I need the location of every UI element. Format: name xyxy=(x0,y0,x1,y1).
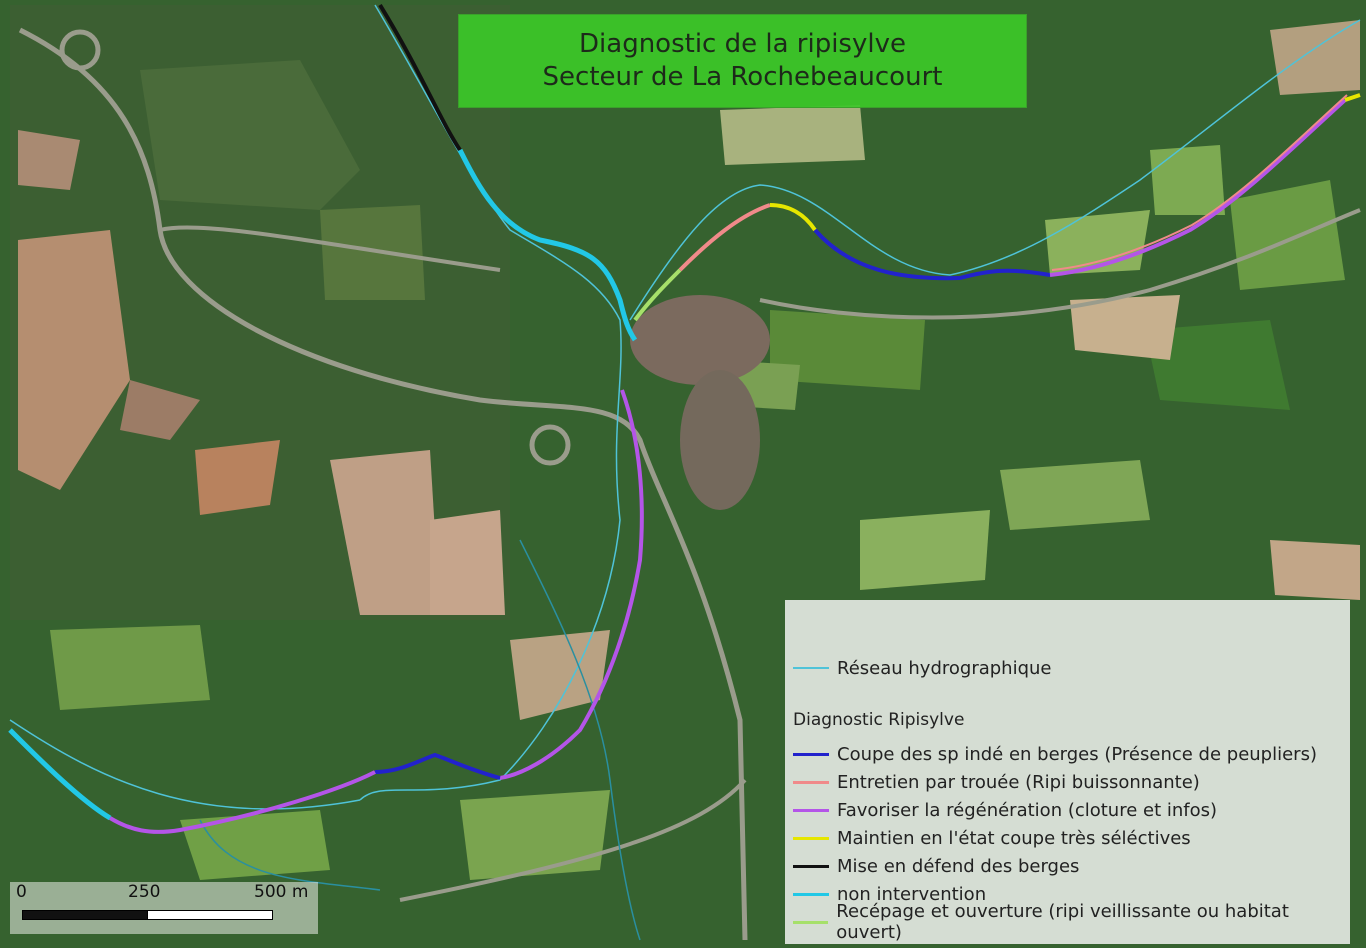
legend-swatch xyxy=(793,836,829,840)
field xyxy=(1150,145,1225,215)
legend-swatch xyxy=(793,864,829,868)
field xyxy=(1270,540,1360,600)
legend-item-network: Réseau hydrographique xyxy=(793,656,1052,680)
field xyxy=(320,205,425,300)
legend-item: Mise en défend des berges xyxy=(793,854,1079,878)
legend-item: Maintien en l'état coupe très séléctives xyxy=(793,826,1191,850)
map-title: Diagnostic de la ripisylve Secteur de La… xyxy=(458,14,1027,108)
scale-tick: 0 xyxy=(16,882,27,902)
scale-bar: 0 250 500 m xyxy=(10,882,318,934)
segment-coupe xyxy=(374,752,501,780)
segment-entretien xyxy=(1051,94,1348,271)
legend-label: Maintien en l'état coupe très séléctives xyxy=(837,827,1191,849)
roundabout xyxy=(59,29,101,71)
legend-label: Entretien par trouée (Ripi buissonnante) xyxy=(837,771,1200,793)
legend-item: Entretien par trouée (Ripi buissonnante) xyxy=(793,770,1200,794)
legend-item: Recépage et ouverture (ripi veillissante… xyxy=(793,901,1350,943)
field xyxy=(430,510,505,615)
field xyxy=(1000,460,1150,530)
segment-regeneration xyxy=(108,770,376,834)
village xyxy=(630,295,770,385)
segment-maintien xyxy=(1344,93,1361,102)
hydro-network xyxy=(519,539,641,941)
field xyxy=(120,380,200,440)
hydro-network xyxy=(199,819,381,891)
scale-tick: 250 xyxy=(128,882,161,902)
legend-label: Coupe des sp indé en berges (Présence de… xyxy=(837,743,1317,765)
segment-regeneration xyxy=(499,389,644,780)
title-line-1: Diagnostic de la ripisylve xyxy=(579,29,906,59)
legend-label: non intervention xyxy=(837,883,987,905)
segment-coupe xyxy=(813,228,1051,281)
field xyxy=(180,810,330,880)
field xyxy=(330,450,440,615)
segment-regeneration xyxy=(1049,98,1347,277)
legend-swatch xyxy=(793,892,829,896)
field xyxy=(770,310,925,390)
legend-swatch xyxy=(793,808,829,812)
road xyxy=(759,208,1361,320)
field xyxy=(860,510,990,590)
village xyxy=(680,370,760,510)
legend-heading: Diagnostic Ripisylve xyxy=(793,710,965,730)
segment-maintien xyxy=(769,203,817,232)
legend-label: Mise en défend des berges xyxy=(837,855,1080,877)
legend-swatch xyxy=(793,752,829,756)
hydro-network xyxy=(9,719,361,810)
legend-item: Favoriser la régénération (cloture et in… xyxy=(793,798,1217,822)
segment-non-intervention xyxy=(457,148,638,342)
hydro-network xyxy=(629,19,1361,321)
legend-item: Coupe des sp indé en berges (Présence de… xyxy=(793,742,1317,766)
legend-swatch xyxy=(793,667,829,669)
legend-label: Favoriser la régénération (cloture et in… xyxy=(837,799,1218,821)
road xyxy=(399,778,747,902)
scale-tick: 500 m xyxy=(254,882,309,902)
field xyxy=(1070,295,1180,360)
legend-swatch xyxy=(793,780,829,784)
legend-item: non intervention xyxy=(793,882,986,906)
field xyxy=(1230,180,1345,290)
field xyxy=(1270,20,1360,95)
road xyxy=(159,225,501,272)
segment-recepage xyxy=(633,268,682,322)
scale-segment xyxy=(147,910,273,920)
segment-entretien xyxy=(678,203,771,272)
segment-mise-en-defend xyxy=(378,3,462,152)
field xyxy=(18,130,80,190)
field xyxy=(50,625,210,710)
field xyxy=(720,105,865,165)
field xyxy=(460,790,610,880)
legend-swatch xyxy=(793,920,829,924)
road xyxy=(18,27,748,941)
legend-label: Recépage et ouverture (ripi veillissante… xyxy=(836,901,1289,943)
title-line-2: Secteur de La Rochebeaucourt xyxy=(542,62,943,92)
legend: Réseau hydrographique Diagnostic Ripisyl… xyxy=(785,600,1350,944)
field xyxy=(195,440,280,515)
segment-non-intervention xyxy=(8,728,112,821)
roundabout xyxy=(529,424,571,466)
field xyxy=(1145,320,1290,410)
legend-label: Réseau hydrographique xyxy=(837,657,1052,679)
field xyxy=(18,230,130,490)
scale-segment xyxy=(22,910,148,920)
field xyxy=(140,60,360,210)
